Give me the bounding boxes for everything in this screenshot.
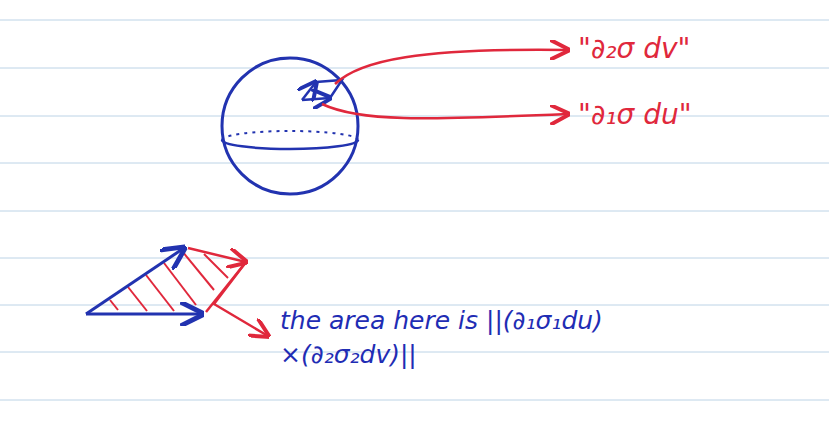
vector-label: "∂₁σ du" [578,96,692,134]
callout-arrows [322,50,568,118]
ruled-lines [0,20,829,400]
sphere [222,58,358,194]
area-note: the area here is ||(∂₁σ₁du) ×(∂₂σ₂dv)|| [280,304,680,372]
vector-label: "∂₂σ dv" [578,30,690,68]
parallelogram [86,248,268,336]
